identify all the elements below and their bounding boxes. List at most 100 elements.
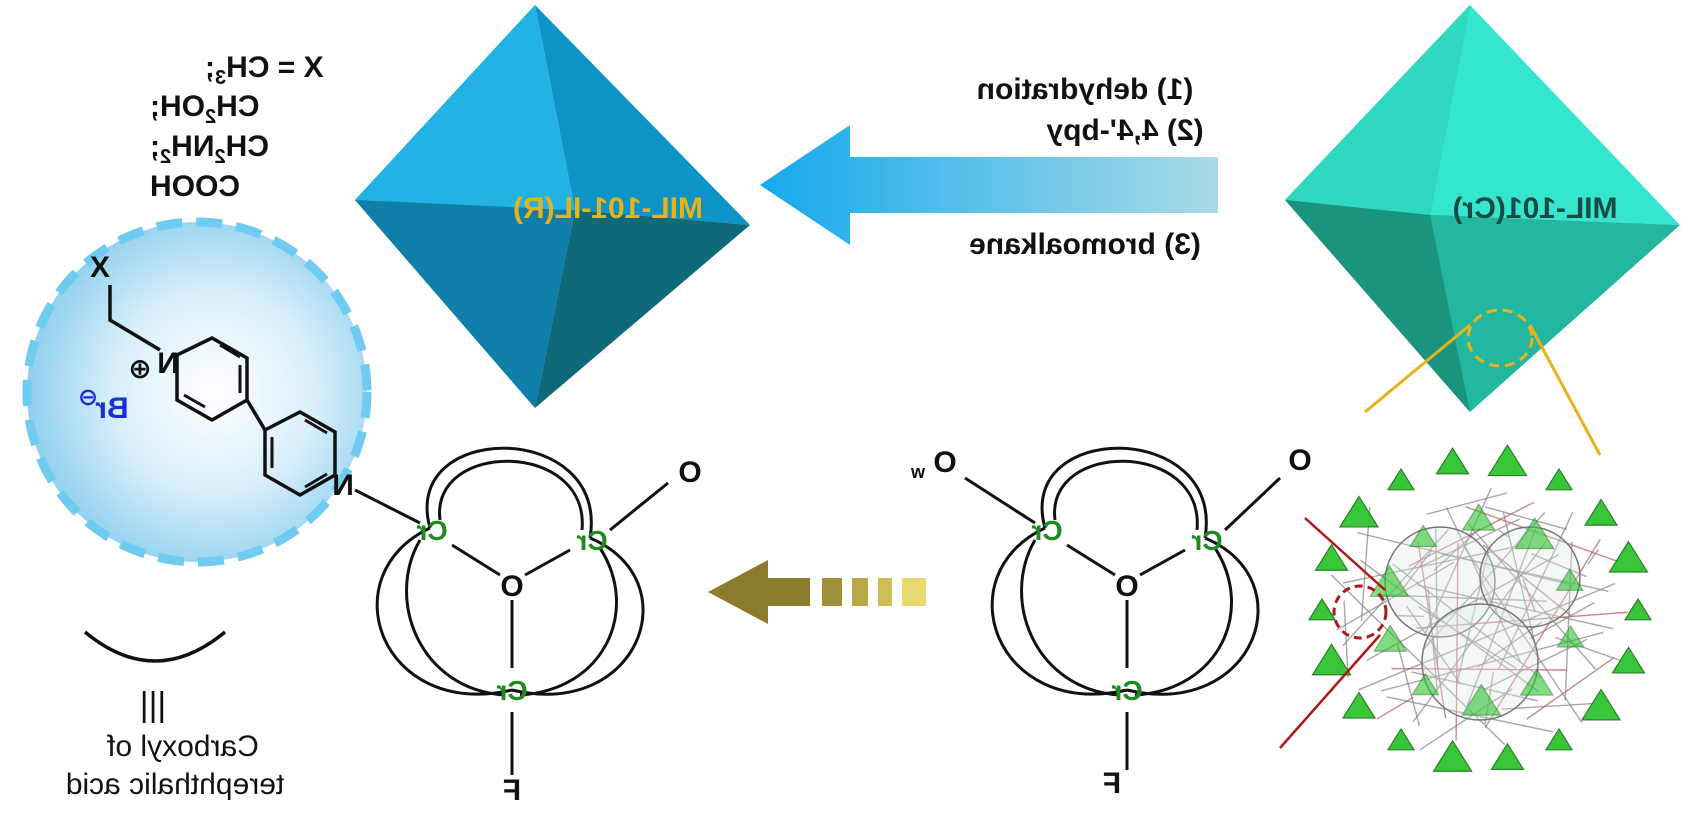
cr-trimer-node	[1435, 447, 1470, 475]
octa-face-bottom-front	[1285, 200, 1470, 412]
bond-cr-o-terminal	[1223, 476, 1282, 532]
cr-trimer-node	[1369, 564, 1410, 597]
start-cr-top-left: Cr	[1031, 515, 1062, 546]
start-terminal-o: O	[1288, 444, 1311, 477]
substituent-line-4: COOH	[150, 170, 240, 203]
product-cr3-cluster	[354, 446, 669, 775]
start-cr-bottom: Cr	[1111, 675, 1142, 706]
substituent-line-1: X = CH3;	[205, 51, 324, 89]
linker-strut	[1356, 531, 1572, 586]
octa-face-bottom-front	[355, 200, 575, 408]
cr-trimer-node	[1341, 691, 1377, 719]
cr-trimer-node	[1461, 683, 1502, 716]
arc-right-inner	[519, 547, 618, 697]
red-line-top	[1304, 517, 1386, 591]
linker-strut	[1482, 544, 1572, 617]
linker-strut	[1564, 541, 1573, 701]
linker-strut	[1418, 518, 1520, 569]
linker-strut	[1455, 543, 1459, 741]
sub1-prefix: X = CH	[226, 51, 324, 84]
cr-trimer-node	[1623, 597, 1653, 621]
linker-strut	[1416, 611, 1628, 629]
sub3-prefix: CH	[226, 130, 269, 163]
arc-right	[511, 536, 645, 696]
start-water-o: O	[933, 446, 956, 479]
bond-o-cr-left	[1066, 543, 1116, 577]
cr-trimer-node	[1555, 568, 1584, 591]
octa-face-top-front	[355, 5, 575, 210]
linker-strut	[1343, 600, 1349, 678]
substituent-line-2: CH2OH;	[150, 90, 259, 128]
linker-strut	[1526, 656, 1615, 720]
dash-2	[852, 578, 868, 606]
process-arrow	[760, 125, 1218, 245]
linker-strut	[1531, 553, 1587, 578]
linker-strut	[1464, 547, 1583, 724]
start-water-subscript: w	[910, 462, 926, 482]
ring1-double-2	[183, 393, 206, 409]
bond-cr-o-terminal	[609, 481, 669, 532]
arc-top-inner	[438, 459, 584, 531]
cr-trimer-node	[1338, 495, 1380, 528]
arc-top	[1040, 446, 1208, 539]
sub2-prefix: CH	[216, 90, 259, 123]
linker-strut	[1501, 702, 1595, 710]
substituent-line-3: CH2NH2;	[150, 130, 269, 168]
cr-trimer-node	[1411, 672, 1440, 696]
product-cr-bottom: Cr	[496, 675, 527, 706]
linker-strut	[1330, 574, 1506, 745]
cr-trimer-node	[1373, 624, 1408, 652]
cr-trimer-node	[1608, 540, 1649, 573]
cr-trimer-node	[1386, 727, 1416, 751]
linker-strut	[1529, 601, 1595, 640]
arc-top	[425, 446, 593, 539]
cr-trimer-node	[1519, 668, 1554, 696]
bond-o-cr-right	[524, 548, 571, 577]
sub3-mid: NH	[171, 130, 214, 163]
octa-face-bottom-right	[1430, 215, 1680, 412]
pyridine-n-label: N	[332, 469, 354, 502]
product-cr-top-right: Cr	[576, 525, 607, 556]
dash-3	[878, 578, 892, 606]
substituent-list: X = CH3; CH2OH; CH2NH2; COOH	[150, 51, 324, 203]
start-cr3-cluster	[964, 446, 1282, 770]
negative-charge-symbol: ⊖	[78, 384, 98, 411]
cr-trimer-node	[1307, 597, 1337, 621]
linker-strut	[1408, 501, 1535, 567]
step-3-label: (3) bromoalkane	[969, 228, 1201, 261]
product-cr-top-left: Cr	[416, 515, 447, 546]
carboxyl-line-1: Carboxyl of	[106, 730, 258, 763]
bond-cr-n	[354, 488, 421, 525]
linker-strut	[1394, 614, 1424, 618]
positive-charge-symbol: ⊕	[128, 353, 151, 384]
linker-strut	[1456, 551, 1490, 682]
product-terminal-f: F	[503, 774, 521, 807]
octa-face-top-right	[1430, 5, 1680, 225]
cluster-conversion-arrow	[708, 560, 926, 624]
cr-trimer-node	[1314, 543, 1349, 571]
bond-o-cr-right	[1139, 548, 1186, 577]
x-group-label: X	[90, 251, 110, 284]
sub2-suffix: OH;	[150, 90, 205, 123]
process-arrow-group: (1) dehydration (2) 4,4'-bpy (3) bromoal…	[760, 73, 1218, 261]
linker-strut	[1396, 644, 1421, 727]
linker-strut	[1342, 544, 1524, 584]
linker-strut	[1522, 578, 1536, 613]
cr-trimer-node	[1311, 643, 1352, 676]
linker-strut	[1445, 506, 1522, 663]
arc-right-inner	[1134, 547, 1233, 697]
dashed-arrow-head	[708, 560, 810, 624]
linker-strut	[1419, 688, 1513, 751]
cr-trimer-node	[1544, 467, 1574, 491]
product-octahedron-label: MIL-101-IL(R)	[513, 192, 703, 225]
octa-face-top-front	[1285, 5, 1470, 215]
step-2-label: (2) 4,4'-bpy	[1046, 114, 1203, 147]
cr-trimer-node	[1556, 624, 1585, 648]
arc-right	[1126, 536, 1260, 696]
cr-trimer-node	[1461, 503, 1496, 531]
linker-strut	[1477, 621, 1542, 668]
arc-left-inner	[405, 539, 506, 697]
product-octahedron: MIL-101-IL(R)	[355, 5, 750, 408]
cr-trimer-node	[1580, 688, 1622, 721]
linker-strut	[1482, 638, 1588, 691]
